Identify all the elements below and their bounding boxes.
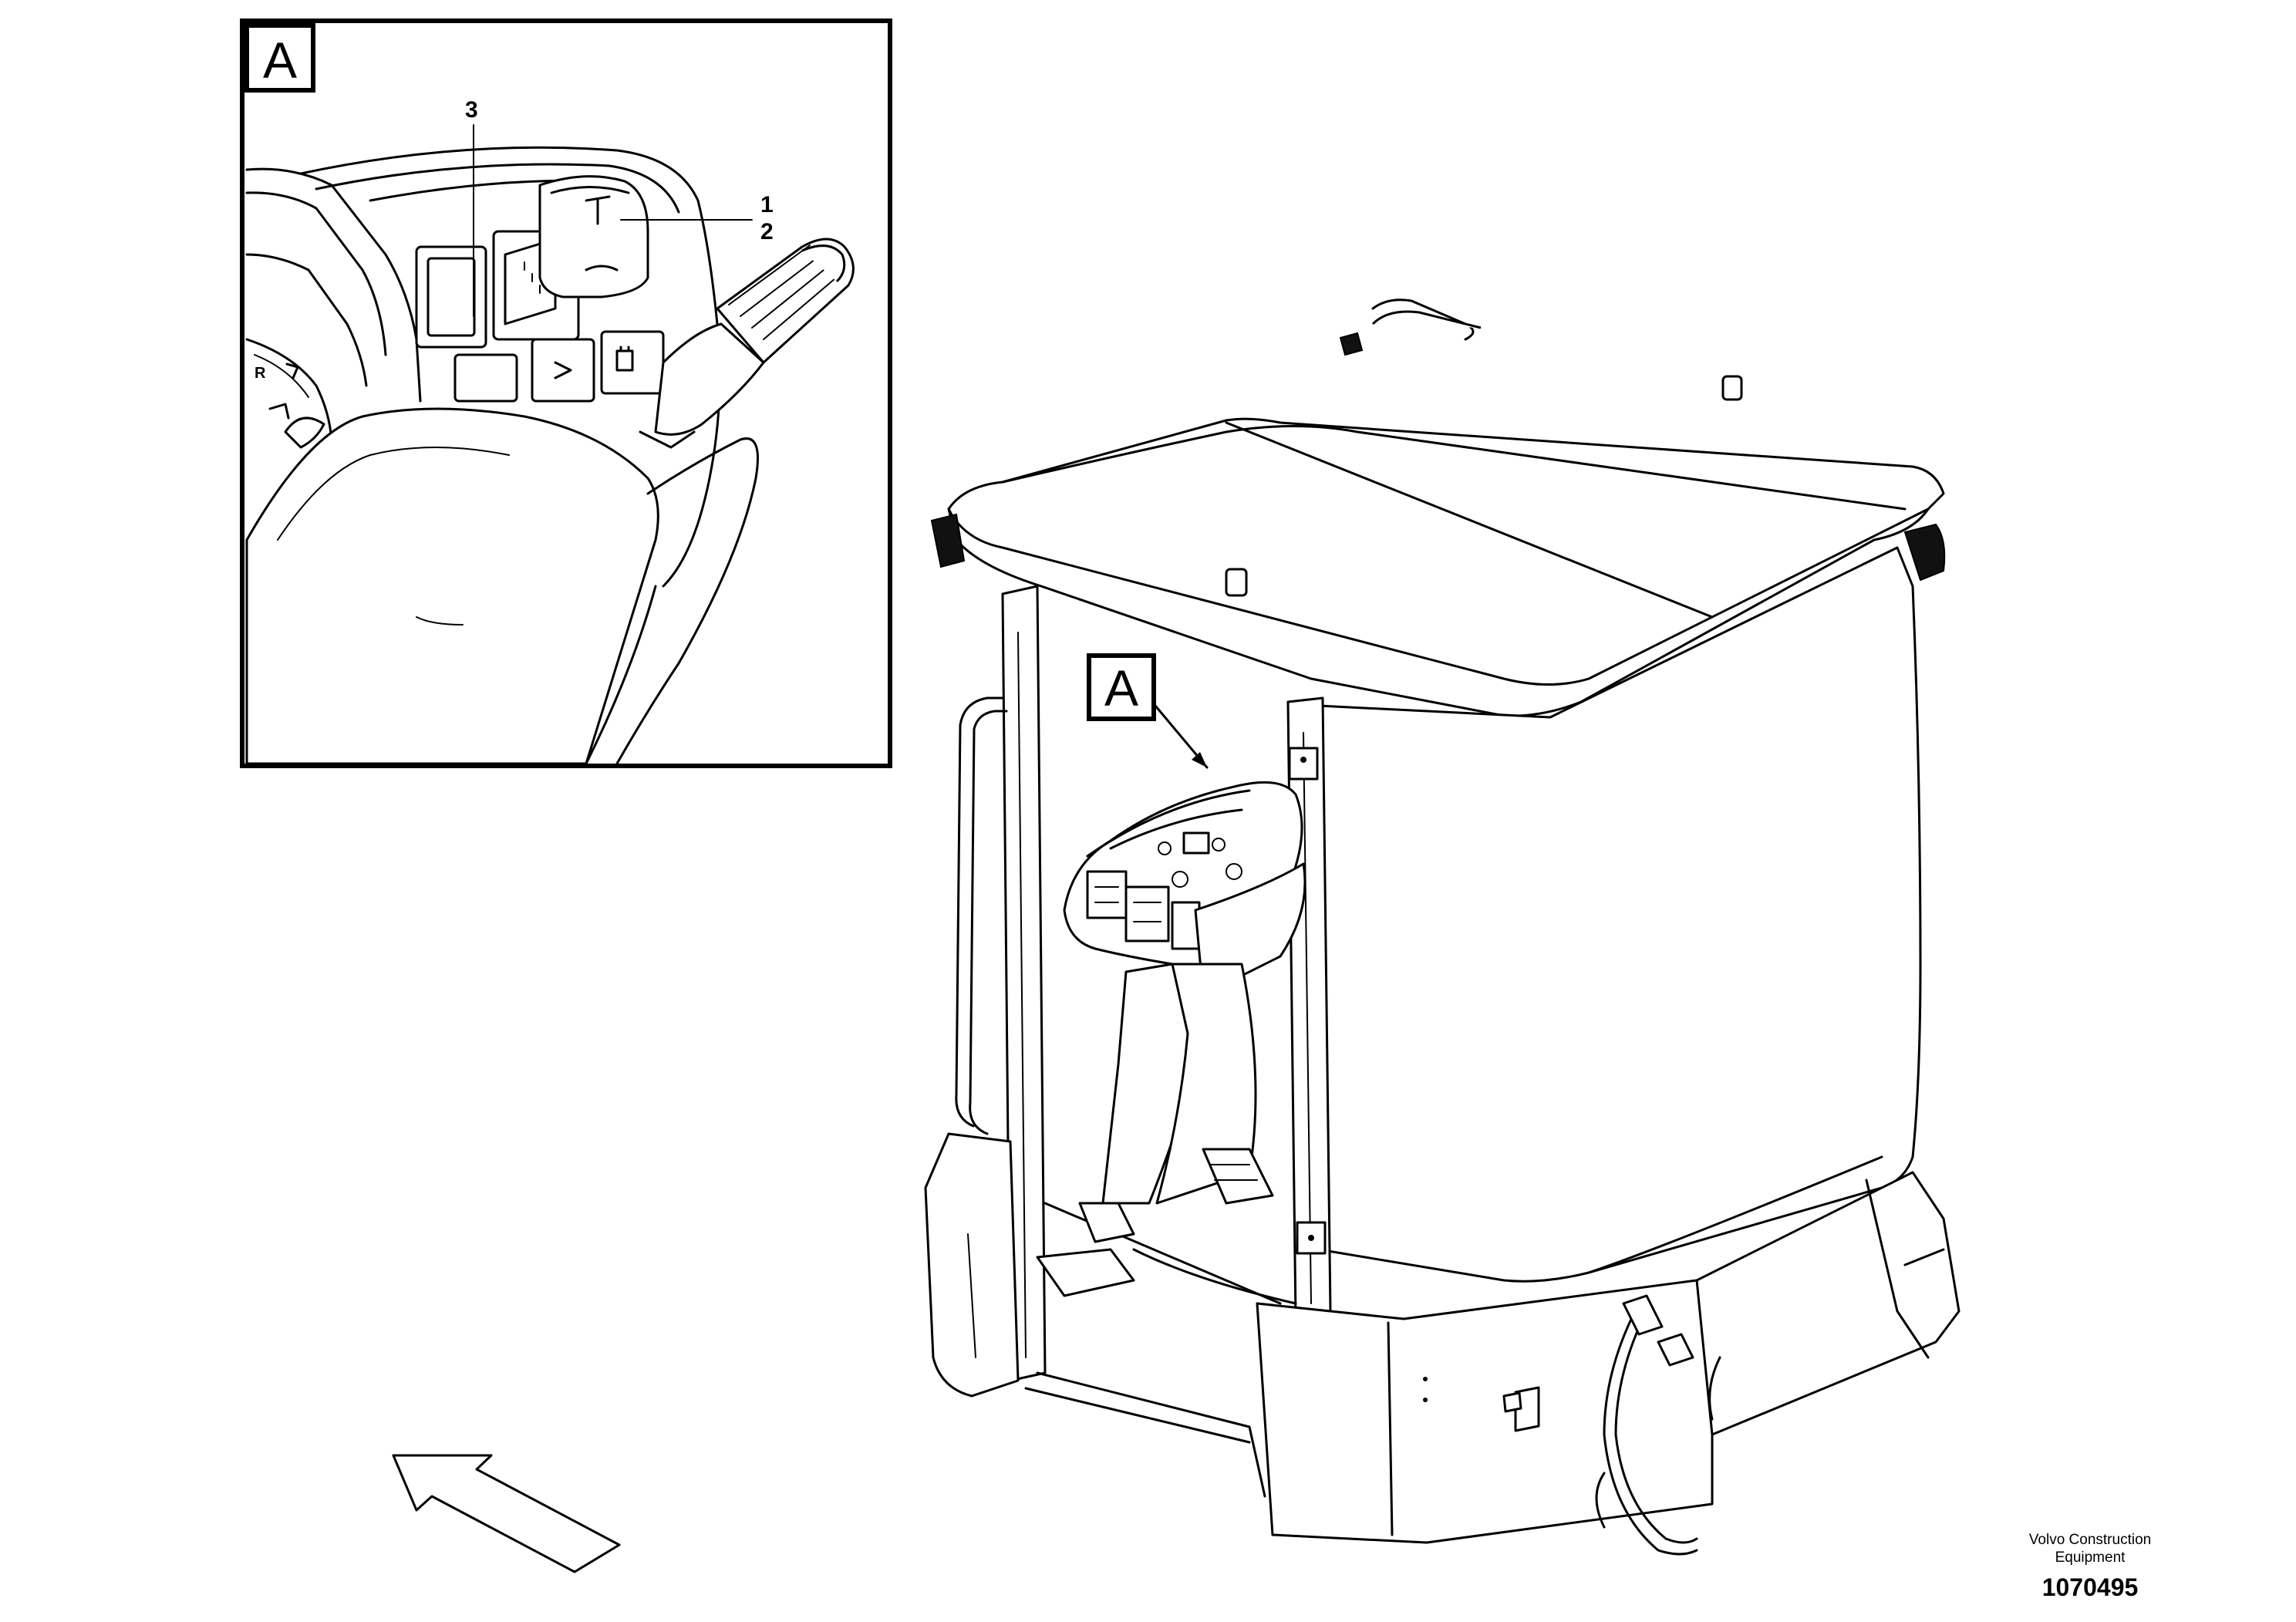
brand-company-line1: Volvo Construction bbox=[2028, 1532, 2152, 1548]
svg-text:R: R bbox=[255, 365, 266, 382]
steering-console bbox=[1036, 781, 1306, 1305]
rocker-switch bbox=[538, 175, 649, 298]
cab-roof bbox=[947, 417, 1945, 717]
detail-marker-label: A bbox=[1104, 659, 1138, 717]
detail-label: A bbox=[263, 32, 297, 89]
work-lamp-left bbox=[930, 513, 966, 568]
cab-body bbox=[1317, 546, 1922, 1283]
drawing-number: 1070495 bbox=[2041, 1573, 2139, 1601]
callout-3: 3 bbox=[465, 97, 478, 123]
detail-marker-a: A bbox=[1087, 653, 1209, 769]
work-lamp-right bbox=[1903, 523, 1946, 582]
cable-harness bbox=[1595, 1294, 1721, 1556]
detail-label-box bbox=[244, 23, 315, 93]
callout-leaders bbox=[473, 124, 753, 317]
detail-view-a: A R bbox=[240, 19, 892, 768]
dashboard-console: R bbox=[245, 146, 855, 765]
joystick-lever bbox=[639, 238, 855, 449]
pillar-left bbox=[1001, 585, 1047, 1382]
callout-1: 1 bbox=[760, 192, 774, 218]
detail-frame bbox=[240, 19, 892, 768]
callout-2: 2 bbox=[760, 219, 774, 244]
direction-arrow bbox=[392, 1454, 621, 1573]
brand-company-line2: Equipment bbox=[2055, 1549, 2126, 1566]
cab-assembly: A bbox=[924, 298, 1961, 1556]
